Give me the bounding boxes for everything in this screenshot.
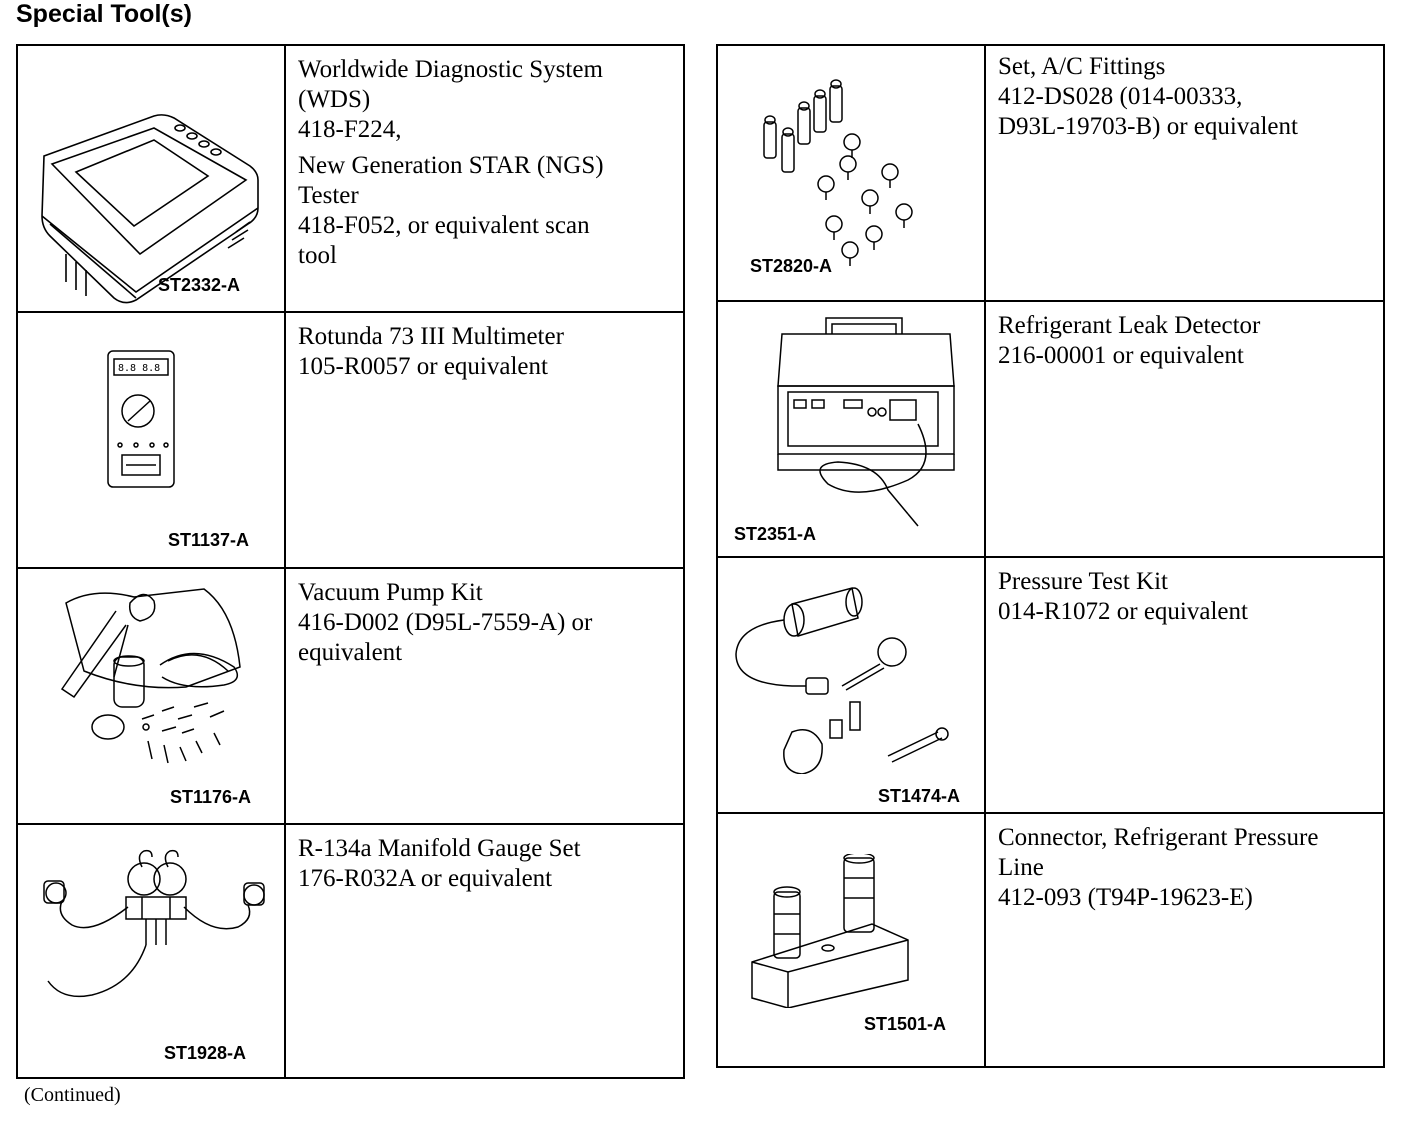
tool-row: ST1176-A Vacuum Pump Kit 416-D002 (D95L-…	[18, 569, 683, 825]
tool-description: Set, A/C Fittings 412-DS028 (014-00333, …	[986, 46, 1383, 300]
ac-fittings-set-icon	[754, 74, 934, 270]
tool-description-line: Connector, Refrigerant Pressure	[998, 824, 1319, 851]
vacuum-pump-kit-icon	[44, 581, 254, 777]
tool-code: ST1501-A	[864, 1014, 947, 1034]
special-tools-table-left: ST2332-A Worldwide Diagnostic System (WD…	[16, 44, 685, 1079]
tool-illustration-cell: ST2351-A	[718, 302, 986, 556]
tool-description: Refrigerant Leak Detector 216-00001 or e…	[986, 302, 1383, 556]
tool-code: ST1137-A	[168, 530, 250, 550]
tool-description-line: 105-R0057 or equivalent	[298, 353, 548, 380]
tool-description: Worldwide Diagnostic System (WDS) 418-F2…	[286, 46, 683, 311]
tool-description-line: 176-R032A or equivalent	[298, 865, 553, 892]
tool-code: ST1474-A	[878, 786, 961, 806]
special-tools-table-right: ST2820-A Set, A/C Fittings 412-DS028 (01…	[716, 44, 1385, 1068]
tool-description-line: Tester	[298, 182, 359, 209]
tool-description-line: 418-F052, or equivalent scan	[298, 212, 590, 239]
tool-description: Connector, Refrigerant Pressure Line 412…	[986, 814, 1383, 1066]
tool-illustration-cell: ST1501-A	[718, 814, 986, 1066]
tool-code: ST1176-A	[170, 787, 252, 807]
tool-illustration-cell: ST2820-A	[718, 46, 986, 300]
tool-description-line: tool	[298, 242, 337, 269]
tool-description: R-134a Manifold Gauge Set 176-R032A or e…	[286, 825, 683, 1077]
tool-description-line: Rotunda 73 III Multimeter	[298, 323, 564, 350]
tool-description-line: Refrigerant Leak Detector	[998, 312, 1261, 339]
continued-note: (Continued)	[24, 1084, 121, 1106]
tool-row: ST2820-A Set, A/C Fittings 412-DS028 (01…	[718, 46, 1383, 302]
tool-illustration-cell: ST1928-A	[18, 825, 286, 1077]
tool-description-line: (WDS)	[298, 86, 371, 113]
multimeter-icon: 8.8 8.8	[106, 349, 178, 491]
pressure-test-kit-icon	[732, 574, 966, 774]
tool-description-line: R-134a Manifold Gauge Set	[298, 835, 581, 862]
tool-description: Vacuum Pump Kit 416-D002 (D95L-7559-A) o…	[286, 569, 683, 823]
tool-description-line: 216-00001 or equivalent	[998, 342, 1244, 369]
tool-illustration-cell: 8.8 8.8 ST1137-A	[18, 313, 286, 567]
pressure-line-connector-icon	[748, 854, 914, 1008]
tool-row: ST1474-A Pressure Test Kit 014-R1072 or …	[718, 558, 1383, 814]
tool-row: 8.8 8.8 ST1137-A Rotunda 73 III Multimet…	[18, 313, 683, 569]
tool-row: ST2332-A Worldwide Diagnostic System (WD…	[18, 46, 683, 313]
page-title: Special Tool(s)	[16, 0, 192, 28]
tool-description-line: 412-093 (T94P-19623-E)	[998, 884, 1253, 911]
tool-description-line: Vacuum Pump Kit	[298, 579, 483, 606]
tool-description-line: Set, A/C Fittings	[998, 53, 1166, 80]
tool-illustration-cell: ST2332-A	[18, 46, 286, 311]
tool-description-line: New Generation STAR (NGS)	[298, 152, 604, 179]
tool-description-line: Worldwide Diagnostic System	[298, 56, 603, 83]
svg-text:8.8 8.8: 8.8 8.8	[118, 363, 160, 374]
leak-detector-icon	[768, 314, 964, 528]
tool-illustration-cell: ST1474-A	[718, 558, 986, 812]
tool-description-line: 014-R1072 or equivalent	[998, 598, 1248, 625]
tool-description-line: equivalent	[298, 639, 403, 666]
tool-row: ST2351-A Refrigerant Leak Detector 216-0…	[718, 302, 1383, 558]
tool-description-line: Line	[998, 854, 1044, 881]
tool-code: ST2351-A	[734, 524, 817, 544]
manifold-gauge-set-icon	[32, 845, 272, 1015]
tool-code: ST2820-A	[750, 256, 833, 276]
tool-description-line: 412-DS028 (014-00333,	[998, 83, 1243, 110]
tool-code: ST1928-A	[164, 1043, 247, 1063]
tool-description-line: 418-F224,	[298, 116, 402, 143]
tool-illustration-cell: ST1176-A	[18, 569, 286, 823]
tool-code: ST2332-A	[158, 275, 241, 295]
tool-description: Rotunda 73 III Multimeter 105-R0057 or e…	[286, 313, 683, 567]
tool-description-line: D93L-19703-B) or equivalent	[998, 113, 1298, 140]
tool-row: ST1928-A R-134a Manifold Gauge Set 176-R…	[18, 825, 683, 1077]
tool-description: Pressure Test Kit 014-R1072 or equivalen…	[986, 558, 1383, 812]
tool-description-line: 416-D002 (D95L-7559-A) or	[298, 609, 593, 636]
scan-tool-icon	[36, 104, 268, 304]
tool-row: ST1501-A Connector, Refrigerant Pressure…	[718, 814, 1383, 1066]
tool-description-line: Pressure Test Kit	[998, 568, 1168, 595]
